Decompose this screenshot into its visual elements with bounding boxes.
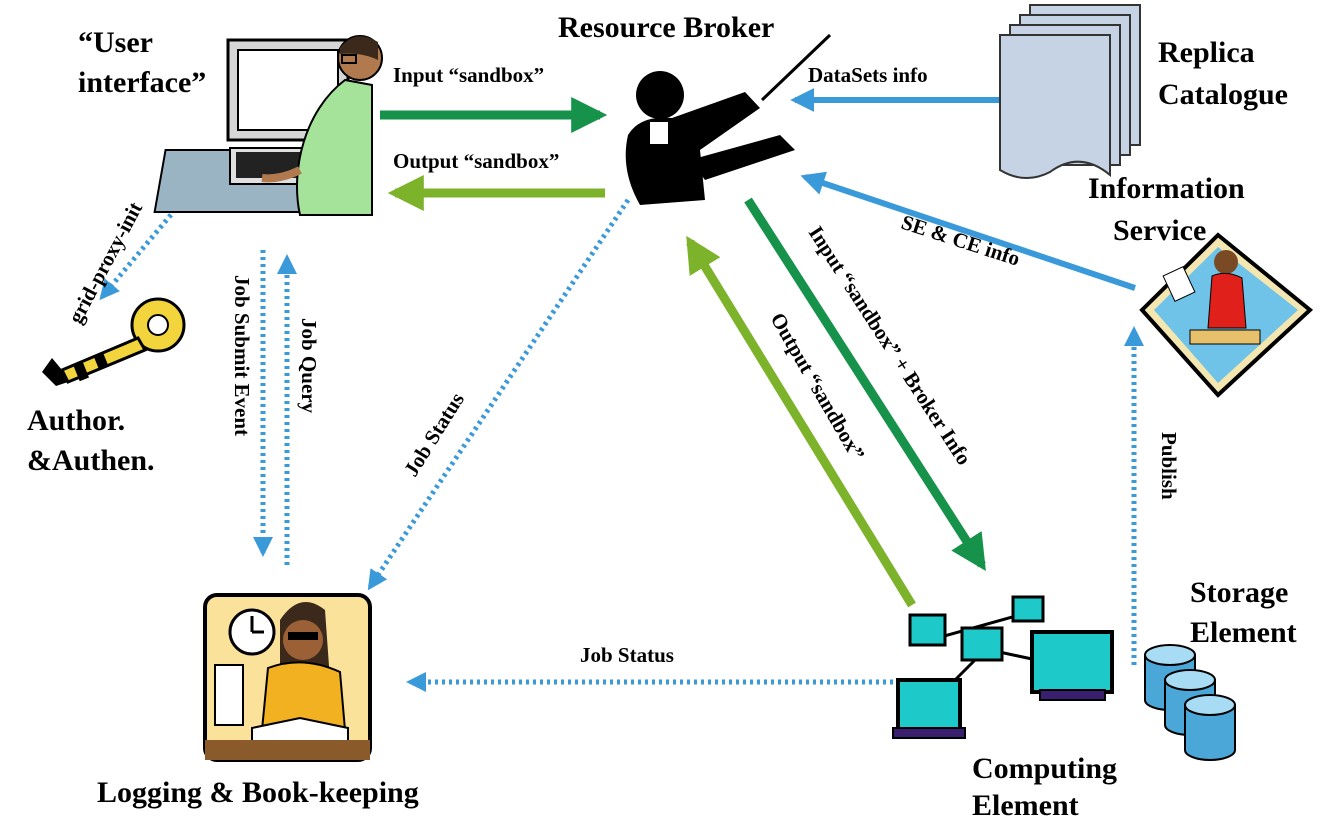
key-icon: [42, 297, 186, 386]
job-status-ce-label: Job Status: [580, 643, 674, 667]
input-sandbox-broker-info-arrow: [744, 197, 986, 572]
replica-catalogue-label-line2: Catalogue: [1158, 78, 1288, 111]
input-sandbox-label: Input “sandbox”: [393, 63, 544, 87]
storage-element-label-line2: Element: [1190, 616, 1297, 649]
output-sandbox-ce-arrow: [686, 235, 916, 608]
input-sandbox-broker-info-label: Input “sandbox” + Broker Info: [804, 222, 976, 470]
resource-broker-label: Resource Broker: [558, 11, 774, 44]
computing-element-label-line1: Computing: [972, 752, 1117, 785]
user-interface-label-line2: interface”: [78, 66, 206, 99]
user-at-computer-icon: [153, 35, 383, 216]
auth-label-line2: &Authen.: [27, 444, 155, 477]
replica-catalogue-label-line1: Replica: [1158, 36, 1255, 69]
grid-proxy-init-label: grid-proxy-init: [63, 198, 147, 327]
storage-cylinders-icon: [1144, 644, 1236, 761]
documents-icon: [999, 4, 1141, 179]
se-ce-info-label: SE & CE info: [898, 210, 1023, 271]
datasets-info-label: DataSets info: [808, 63, 928, 87]
computer-network-icon: [892, 595, 1114, 739]
publish-label: Publish: [1157, 432, 1181, 500]
bookkeeper-icon: [203, 593, 372, 762]
information-desk-icon: [1139, 232, 1314, 398]
job-submit-event-label: Job Submit Event: [230, 275, 254, 436]
conductor-icon: [625, 33, 832, 205]
output-sandbox-label: Output “sandbox”: [393, 149, 559, 173]
auth-label-line1: Author.: [27, 404, 125, 437]
information-service-label-line1: Information: [1088, 172, 1245, 205]
user-interface-label-line1: “User: [78, 26, 153, 59]
job-status-rb-label: Job Status: [399, 388, 469, 480]
se-ce-info-arrow: [800, 171, 1136, 291]
information-service-label-line2: Service: [1113, 214, 1206, 247]
job-status-rb-arrow: [367, 198, 631, 591]
logging-label: Logging & Book-keeping: [97, 776, 419, 809]
storage-element-label-line1: Storage: [1190, 576, 1288, 609]
computing-element-label-line2: Element: [972, 789, 1079, 822]
job-query-label: Job Query: [297, 318, 321, 414]
